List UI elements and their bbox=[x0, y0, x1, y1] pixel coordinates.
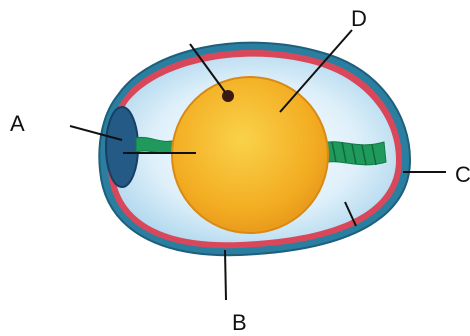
yolk bbox=[172, 77, 328, 233]
label-c: C bbox=[455, 162, 470, 187]
air-cell bbox=[106, 107, 138, 187]
leader-line-b bbox=[225, 250, 226, 300]
label-a: A bbox=[10, 111, 25, 136]
label-d: D bbox=[351, 6, 367, 31]
label-b: B bbox=[232, 310, 247, 335]
